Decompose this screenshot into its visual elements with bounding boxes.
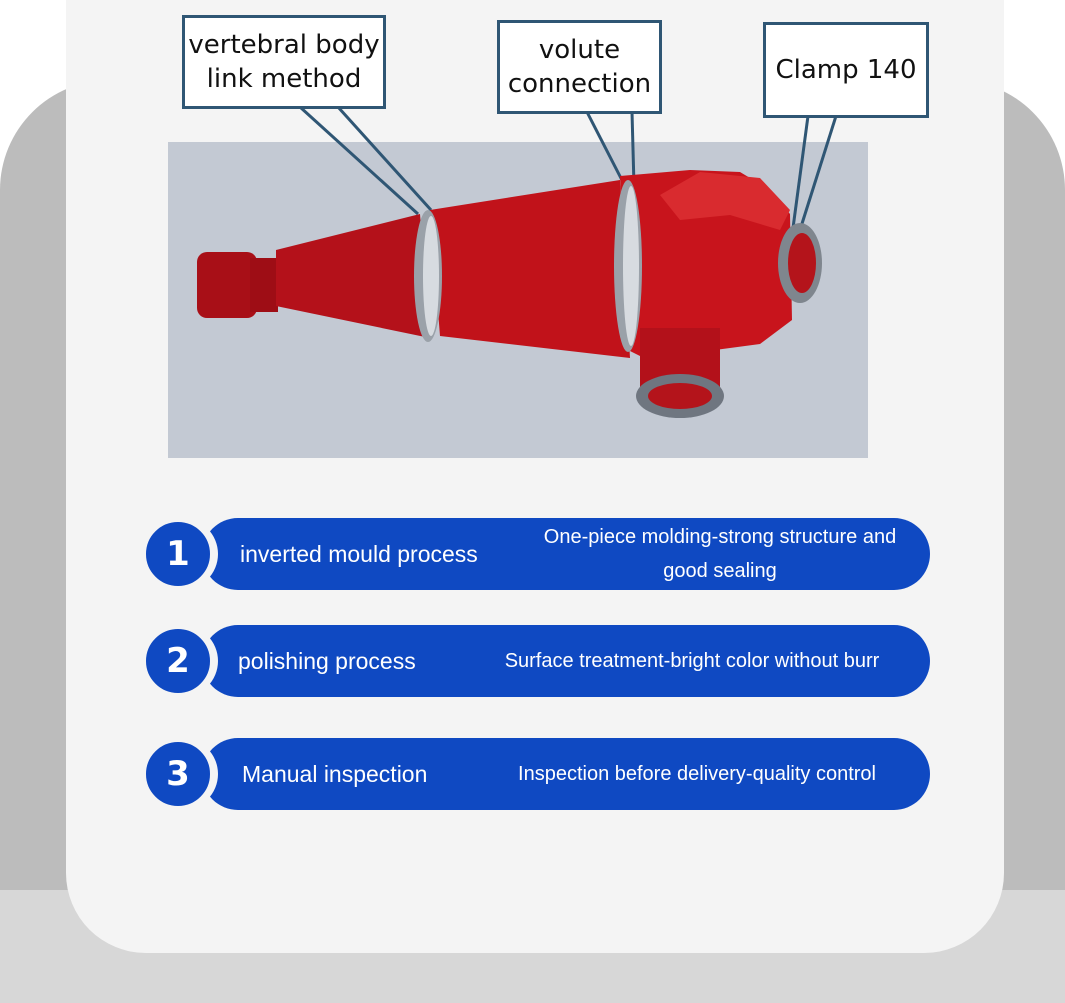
callout-volute-connection: volute connection — [497, 20, 662, 114]
step-title: inverted mould process — [240, 540, 478, 567]
step-description: Surface treatment-bright color without b… — [504, 650, 880, 672]
step-row-1: 1 inverted mould process One-piece moldi… — [142, 518, 930, 590]
step-title: Manual inspection — [242, 760, 428, 787]
step-description: One-piece molding-strong structure and g… — [543, 526, 897, 582]
step-description: Inspection before delivery-quality contr… — [518, 763, 876, 785]
callout-lines — [298, 105, 838, 231]
step-number-badge: 3 — [142, 738, 214, 810]
step-pill — [202, 518, 930, 590]
callout-vertebral-body: vertebral body link method — [182, 15, 386, 109]
step-pill — [202, 625, 930, 697]
step-title: polishing process — [238, 647, 416, 674]
hydrocyclone-body — [197, 170, 822, 418]
step-row-2: 2 polishing process Surface treatment-br… — [142, 625, 930, 697]
step-number-badge: 1 — [142, 518, 214, 590]
step-pill — [202, 738, 930, 810]
product-illustration — [168, 105, 868, 458]
step-number-badge: 2 — [142, 625, 214, 697]
step-row-3: 3 Manual inspection Inspection before de… — [142, 738, 930, 810]
callout-clamp: Clamp 140 — [763, 22, 929, 118]
